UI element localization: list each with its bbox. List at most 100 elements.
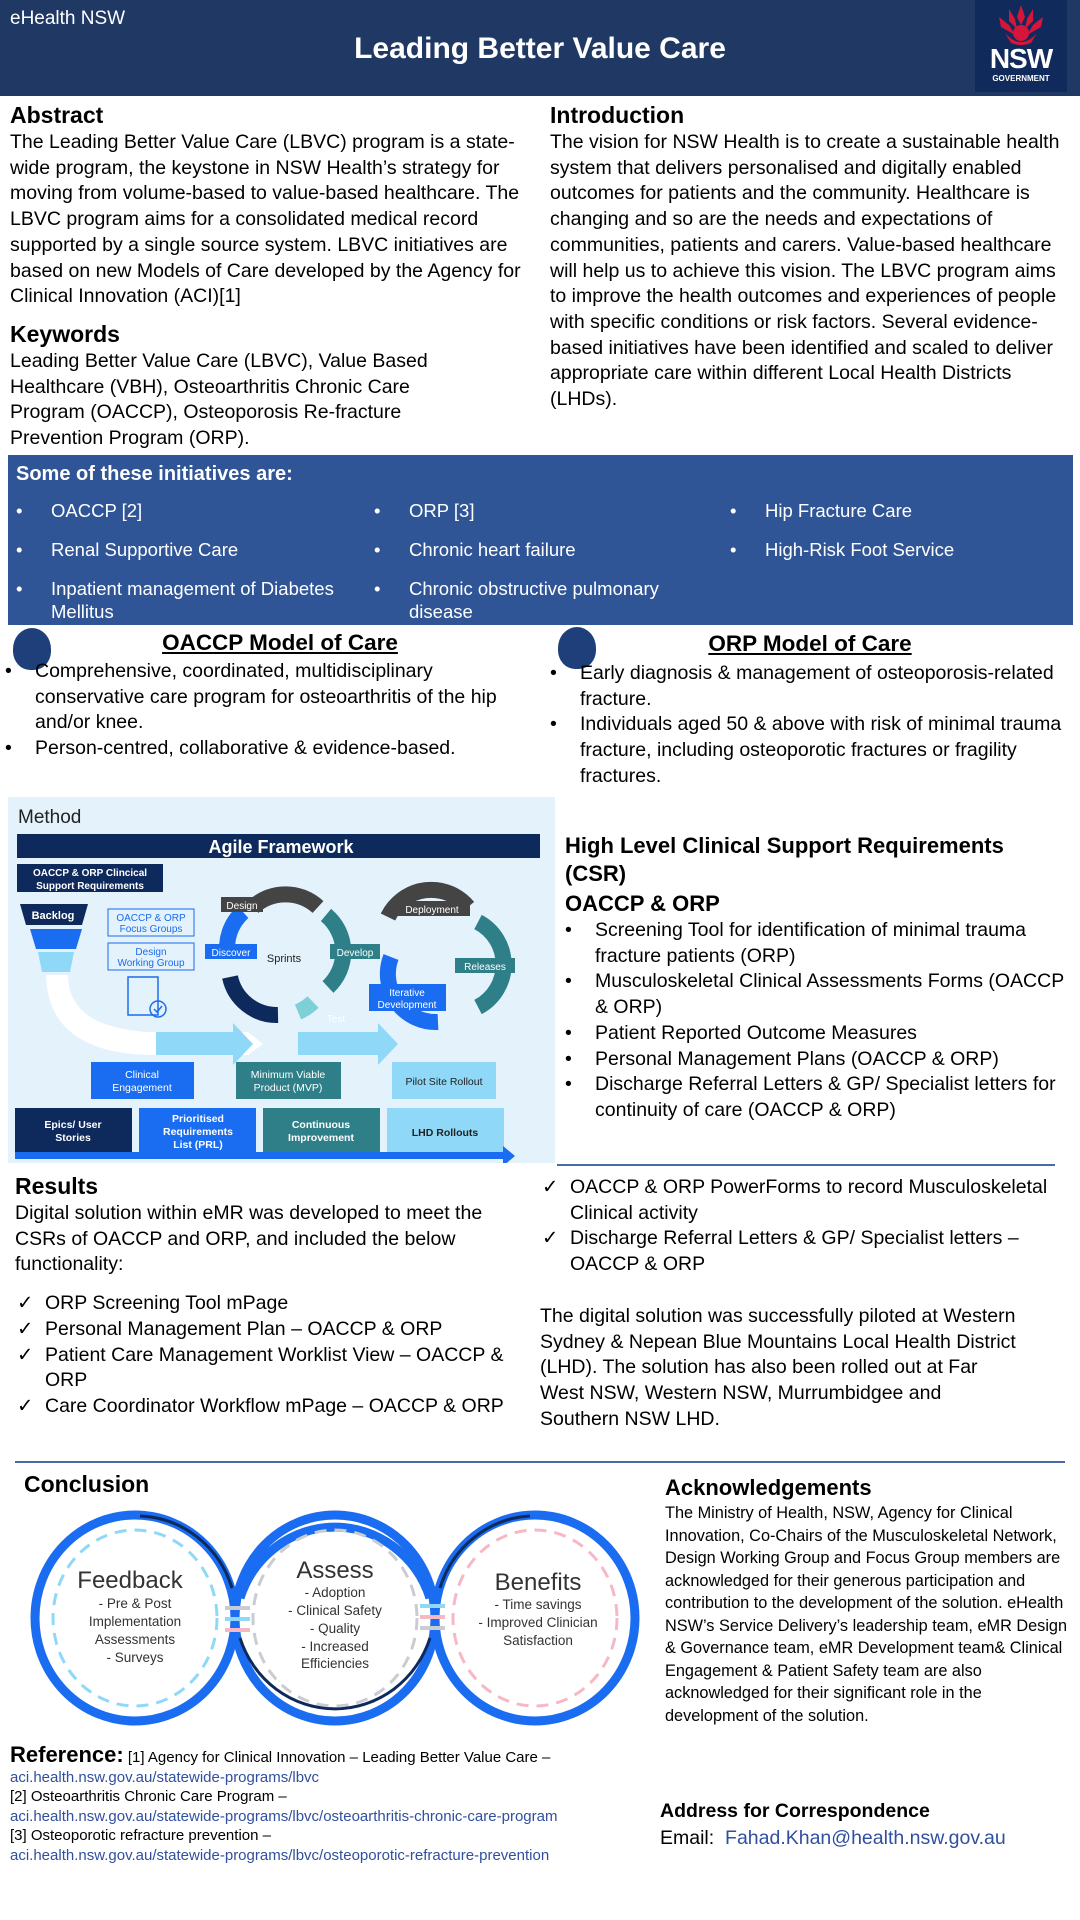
sprints-label: Sprints	[267, 953, 302, 965]
assess-line: - Adoption	[305, 1585, 366, 1600]
waratah-icon	[999, 5, 1043, 45]
checklist-item: ORP Screening Tool mPage	[15, 1291, 530, 1317]
checklist-item: Discharge Referral Letters & GP/ Special…	[540, 1226, 1070, 1277]
benefits-line: - Time savings	[494, 1597, 581, 1612]
acknowledgements-text: The Ministry of Health, NSW, Agency for …	[665, 1504, 1068, 1725]
checklist-item: Care Coordinator Workflow mPage – OACCP …	[15, 1394, 530, 1420]
results-right: OACCP & ORP PowerForms to record Musculo…	[540, 1175, 1070, 1432]
focus-groups-label: OACCP & ORP	[116, 913, 186, 924]
conclusion-diagram: Feedback - Pre & Post Implementation Ass…	[30, 1510, 640, 1726]
oaccp-heading: OACCP Model of Care	[162, 630, 398, 655]
epics-label: Stories	[55, 1132, 91, 1144]
email-label: Email:	[660, 1827, 715, 1849]
clinical-engagement-label: Engagement	[112, 1082, 172, 1094]
page-title: Leading Better Value Care	[354, 32, 726, 65]
checklist-item: Patient Care Management Worklist View – …	[15, 1343, 530, 1394]
initiative-item: High-Risk Foot Service	[730, 538, 1060, 561]
abstract-section: Abstract The Leading Better Value Care (…	[10, 101, 540, 452]
keywords-heading: Keywords	[10, 320, 120, 347]
method-diagram: Method Agile Framework OACCP & ORP Clinc…	[8, 797, 555, 1166]
email-link[interactable]: Fahad.Khan@health.nsw.gov.au	[725, 1827, 1006, 1849]
benefits-title: Benefits	[495, 1569, 582, 1596]
conclusion-heading: Conclusion	[24, 1470, 149, 1498]
reference-heading: Reference:	[10, 1742, 124, 1767]
continuous-improvement-label: Continuous	[292, 1119, 350, 1131]
prl-label: Requirements	[163, 1126, 233, 1138]
csr-section: High Level Clinical Support Requirements…	[565, 832, 1065, 1124]
prl-label: Prioritised	[172, 1113, 224, 1125]
results-section: Results Digital solution within eMR was …	[15, 1172, 530, 1420]
benefits-line: Satisfaction	[503, 1633, 573, 1648]
test-label: Test	[327, 1014, 346, 1025]
list-item: Comprehensive, coordinated, multidiscipl…	[0, 659, 530, 736]
csr-subheading: OACCP & ORP	[565, 891, 720, 916]
introduction-heading: Introduction	[550, 102, 685, 128]
list-item: Early diagnosis & management of osteopor…	[545, 661, 1065, 712]
reference-link[interactable]: aci.health.nsw.gov.au/statewide-programs…	[10, 1768, 320, 1786]
oaccp-list: Comprehensive, coordinated, multidiscipl…	[0, 659, 530, 762]
results-checklist-right: OACCP & ORP PowerForms to record Musculo…	[540, 1175, 1070, 1278]
initiative-item: OACCP [2]	[16, 499, 346, 522]
checklist-item: OACCP & ORP PowerForms to record Musculo…	[540, 1175, 1070, 1226]
clinical-engagement-label: Clinical	[125, 1069, 159, 1081]
divider	[557, 1164, 1055, 1166]
results-checklist: ORP Screening Tool mPage Personal Manage…	[15, 1291, 530, 1420]
epics-label: Epics/ User	[44, 1119, 101, 1131]
feedback-line: - Surveys	[106, 1650, 163, 1665]
initiatives-box: Some of these initiatives are: OACCP [2]…	[8, 455, 1073, 625]
feedback-line: Implementation	[89, 1614, 181, 1629]
discover-label: Discover	[212, 948, 252, 959]
benefits-line: - Improved Clinician	[478, 1615, 597, 1630]
reference-text: [3] Osteoporotic refracture prevention –	[10, 1827, 271, 1844]
initiative-item: Renal Supportive Care	[16, 538, 346, 561]
address-heading: Address for Correspondence	[660, 1800, 930, 1822]
divider	[15, 1461, 1065, 1463]
assess-line: - Clinical Safety	[288, 1603, 382, 1618]
assess-line: - Increased	[301, 1639, 369, 1654]
backlog-label: Backlog	[32, 910, 75, 922]
org-name: eHealth NSW	[10, 8, 126, 29]
initiative-item: Chronic obstructive pulmonary disease	[374, 577, 674, 623]
abstract-heading: Abstract	[10, 102, 104, 128]
initiative-item: Inpatient management of Diabetes Mellitu…	[16, 577, 356, 623]
iterative-label: Iterative	[389, 988, 425, 999]
feedback-line: Assessments	[95, 1632, 176, 1647]
assess-title: Assess	[296, 1557, 373, 1584]
address-section: Address for Correspondence Email: Fahad.…	[660, 1800, 1070, 1850]
checklist-item: Personal Management Plan – OACCP & ORP	[15, 1317, 530, 1343]
feedback-line: - Pre & Post	[99, 1596, 172, 1611]
reference-link[interactable]: aci.health.nsw.gov.au/statewide-programs…	[10, 1846, 550, 1864]
header-banner: eHealth NSW Leading Better Value Care NS…	[0, 0, 1080, 96]
results-text: Digital solution within eMR was develope…	[15, 1202, 483, 1276]
list-item: Personal Management Plans (OACCP & ORP)	[560, 1047, 1065, 1073]
list-item: Discharge Referral Letters & GP/ Special…	[560, 1072, 1065, 1123]
working-group-label: Working Group	[117, 958, 185, 969]
releases-label: Releases	[464, 962, 506, 973]
assess-line: - Quality	[310, 1621, 361, 1636]
initiative-item: ORP [3]	[374, 499, 704, 522]
introduction-section: Introduction The vision for NSW Health i…	[550, 101, 1070, 413]
prl-label: List (PRL)	[173, 1139, 223, 1151]
assess-line: Efficiencies	[301, 1656, 369, 1671]
csr-heading: High Level Clinical Support Requirements…	[565, 833, 1004, 886]
reference-link[interactable]: aci.health.nsw.gov.au/statewide-programs…	[10, 1807, 558, 1825]
csr-list: Screening Tool for identification of min…	[560, 918, 1065, 1124]
reference-text: [1] Agency for Clinical Innovation – Lea…	[127, 1749, 551, 1766]
list-item: Patient Reported Outcome Measures	[560, 1021, 1065, 1047]
feedback-title: Feedback	[77, 1567, 183, 1594]
results-heading: Results	[15, 1173, 99, 1199]
continuous-improvement-label: Improvement	[288, 1132, 354, 1144]
acknowledgements-heading: Acknowledgements	[665, 1475, 872, 1500]
reference-text: [2] Osteoarthritis Chronic Care Program …	[10, 1788, 287, 1805]
list-item: Person-centred, collaborative & evidence…	[0, 736, 530, 762]
orp-list: Early diagnosis & management of osteopor…	[545, 661, 1065, 790]
design-label: Design	[226, 901, 257, 912]
nsw-government-logo: NSW GOVERNMENT	[975, 0, 1067, 92]
deployment-label: Deployment	[405, 905, 459, 916]
introduction-text: The vision for NSW Health is to create a…	[550, 131, 1060, 411]
reference-section: Reference: [1] Agency for Clinical Innov…	[10, 1742, 660, 1865]
initiatives-heading: Some of these initiatives are:	[16, 463, 293, 485]
list-item: Individuals aged 50 & above with risk of…	[545, 712, 1065, 789]
agile-banner: Agile Framework	[208, 837, 354, 857]
mvp-label: Minimum Viable	[251, 1069, 326, 1081]
